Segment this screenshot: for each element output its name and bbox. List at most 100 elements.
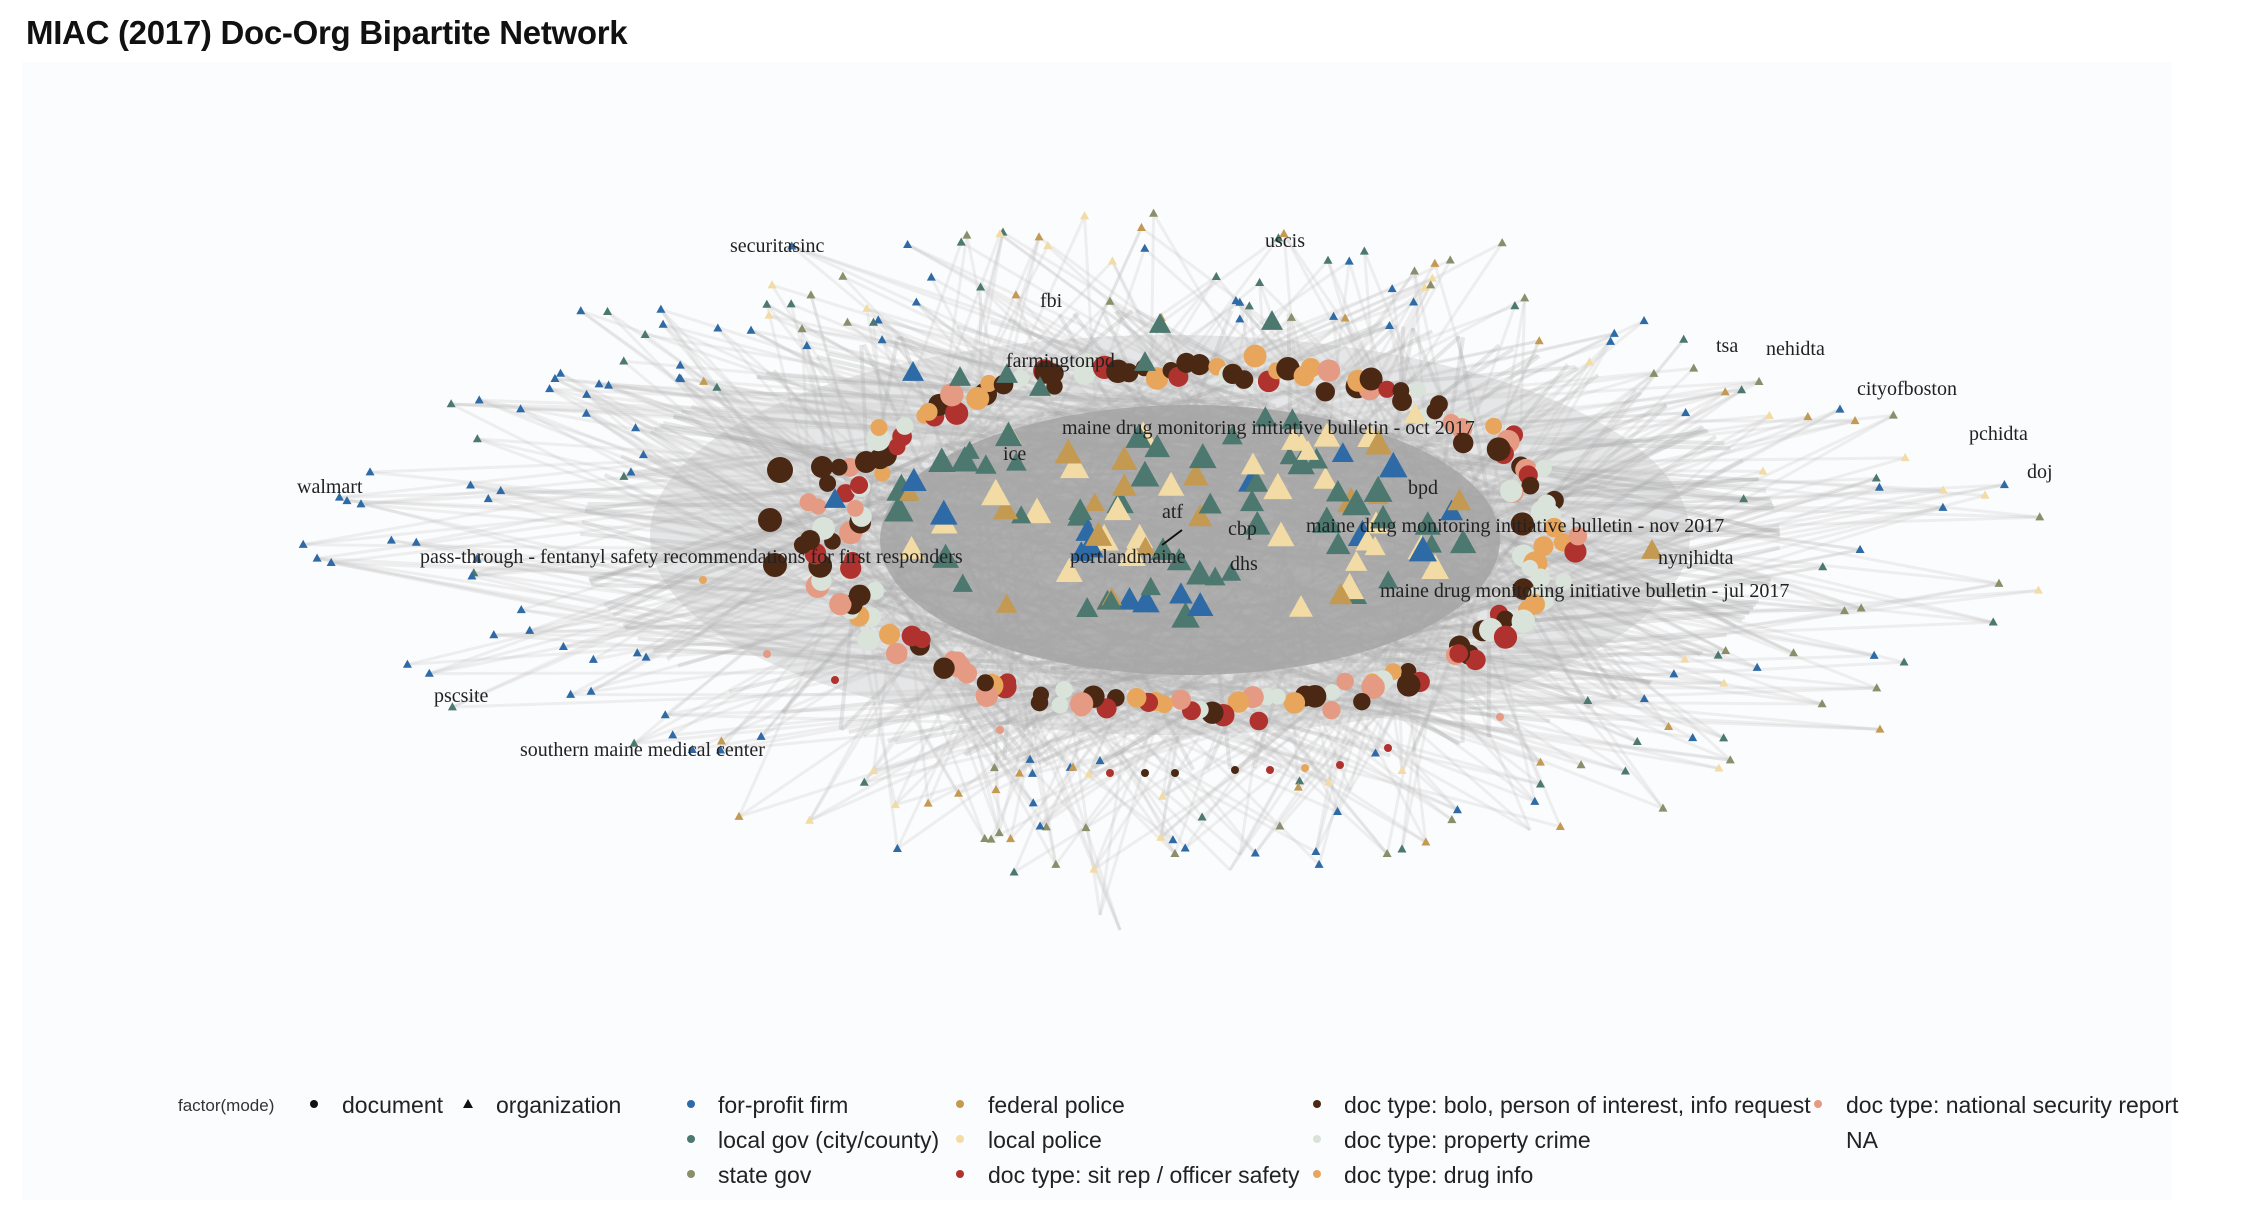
organization-node	[1725, 755, 1735, 764]
organization-node	[764, 310, 774, 319]
organization-node	[1025, 754, 1035, 763]
organization-node	[716, 745, 726, 754]
node-label-portlandmaine: portlandmaine	[1070, 546, 1186, 568]
organization-node	[1445, 255, 1455, 264]
organization-node	[1869, 650, 1879, 659]
organization-node	[656, 304, 666, 313]
network-edge	[665, 500, 874, 661]
document-node	[1145, 367, 1169, 390]
organization-node	[1737, 385, 1747, 394]
document-node	[919, 402, 938, 421]
network-edge	[1447, 461, 1767, 493]
organization-node	[1584, 357, 1594, 366]
organization-node	[424, 668, 434, 677]
network-edge	[1472, 483, 1623, 698]
organization-node	[956, 237, 966, 246]
network-edge	[956, 324, 1475, 487]
document-node	[1078, 353, 1096, 372]
organization-node	[365, 467, 375, 476]
network-edge	[477, 437, 869, 531]
network-edge	[993, 415, 1334, 761]
organization-node	[1345, 550, 1368, 571]
document-node	[1336, 672, 1354, 691]
network-edge	[429, 577, 907, 676]
network-edge	[1084, 728, 1175, 829]
organization-node	[674, 373, 684, 382]
organization-node	[1426, 280, 1436, 289]
organization-node	[1364, 429, 1393, 455]
network-edge	[850, 598, 996, 769]
organization-node	[962, 230, 972, 239]
organization-node	[629, 738, 639, 747]
organization-node	[1452, 805, 1462, 814]
organization-node	[1168, 835, 1178, 844]
organization-node	[1055, 557, 1083, 582]
network-edge	[861, 476, 1759, 559]
organization-node	[1899, 657, 1909, 666]
organization-node	[1583, 695, 1593, 705]
organization-node	[1872, 683, 1882, 692]
organization-node	[1323, 255, 1333, 264]
network-edge	[1395, 414, 1894, 651]
network-edge	[1322, 659, 1589, 703]
document-node	[1564, 540, 1587, 563]
network-edge	[720, 715, 1069, 752]
organization-node	[873, 315, 883, 324]
document-node	[1301, 764, 1309, 772]
organization-node	[1254, 406, 1277, 427]
node-label-nynjhidta: nynjhidta	[1658, 547, 1734, 569]
network-edge	[1032, 698, 1340, 776]
organization-node	[805, 815, 815, 824]
network-edge	[894, 682, 1295, 807]
network-edge	[896, 233, 1002, 511]
organization-node	[312, 553, 322, 562]
organization-node	[516, 404, 526, 413]
organization-node	[556, 368, 566, 377]
organization-node	[1014, 768, 1024, 777]
document-node	[1249, 711, 1269, 731]
organization-node	[1273, 233, 1283, 242]
organization-node	[1632, 736, 1642, 745]
organization-node	[869, 766, 879, 775]
organization-node	[1135, 536, 1156, 556]
document-node	[1046, 378, 1063, 395]
network-edge	[1193, 391, 1642, 682]
network-edge	[906, 243, 1189, 407]
organization-node	[1117, 587, 1143, 610]
organization-node	[483, 493, 493, 503]
network-edge	[316, 556, 1119, 684]
document-node	[866, 581, 885, 600]
network-edge	[887, 481, 1769, 587]
network-edge	[1106, 401, 1702, 657]
organization-node	[1136, 222, 1146, 232]
organization-node	[1379, 451, 1408, 478]
network-edge	[800, 328, 814, 549]
node-label-doj: doj	[2027, 461, 2053, 483]
organization-node	[496, 486, 506, 495]
organization-node	[1293, 782, 1303, 791]
organization-node	[1105, 296, 1115, 305]
organization-node	[1510, 301, 1520, 310]
network-edge	[1344, 493, 1986, 662]
network-edge	[1274, 654, 1875, 676]
network-edge	[1348, 319, 1645, 461]
edge-bundle-core	[880, 405, 1500, 675]
document-node	[895, 417, 914, 435]
network-edge	[1481, 340, 1612, 566]
organization-node	[626, 467, 636, 476]
document-node	[1493, 625, 1518, 649]
organization-node	[1140, 576, 1161, 596]
organization-node	[516, 605, 526, 614]
node-layer	[298, 208, 2045, 876]
organization-node	[713, 323, 723, 332]
label-leader-line	[1161, 529, 1183, 546]
organization-node	[1170, 848, 1180, 857]
organization-node	[1051, 859, 1061, 868]
organization-node	[898, 535, 925, 560]
organization-node	[1107, 256, 1117, 265]
organization-node	[1658, 803, 1668, 812]
network-edge	[872, 659, 1049, 773]
document-node	[1486, 437, 1511, 462]
organization-node	[838, 271, 848, 280]
organization-node	[1714, 763, 1724, 772]
